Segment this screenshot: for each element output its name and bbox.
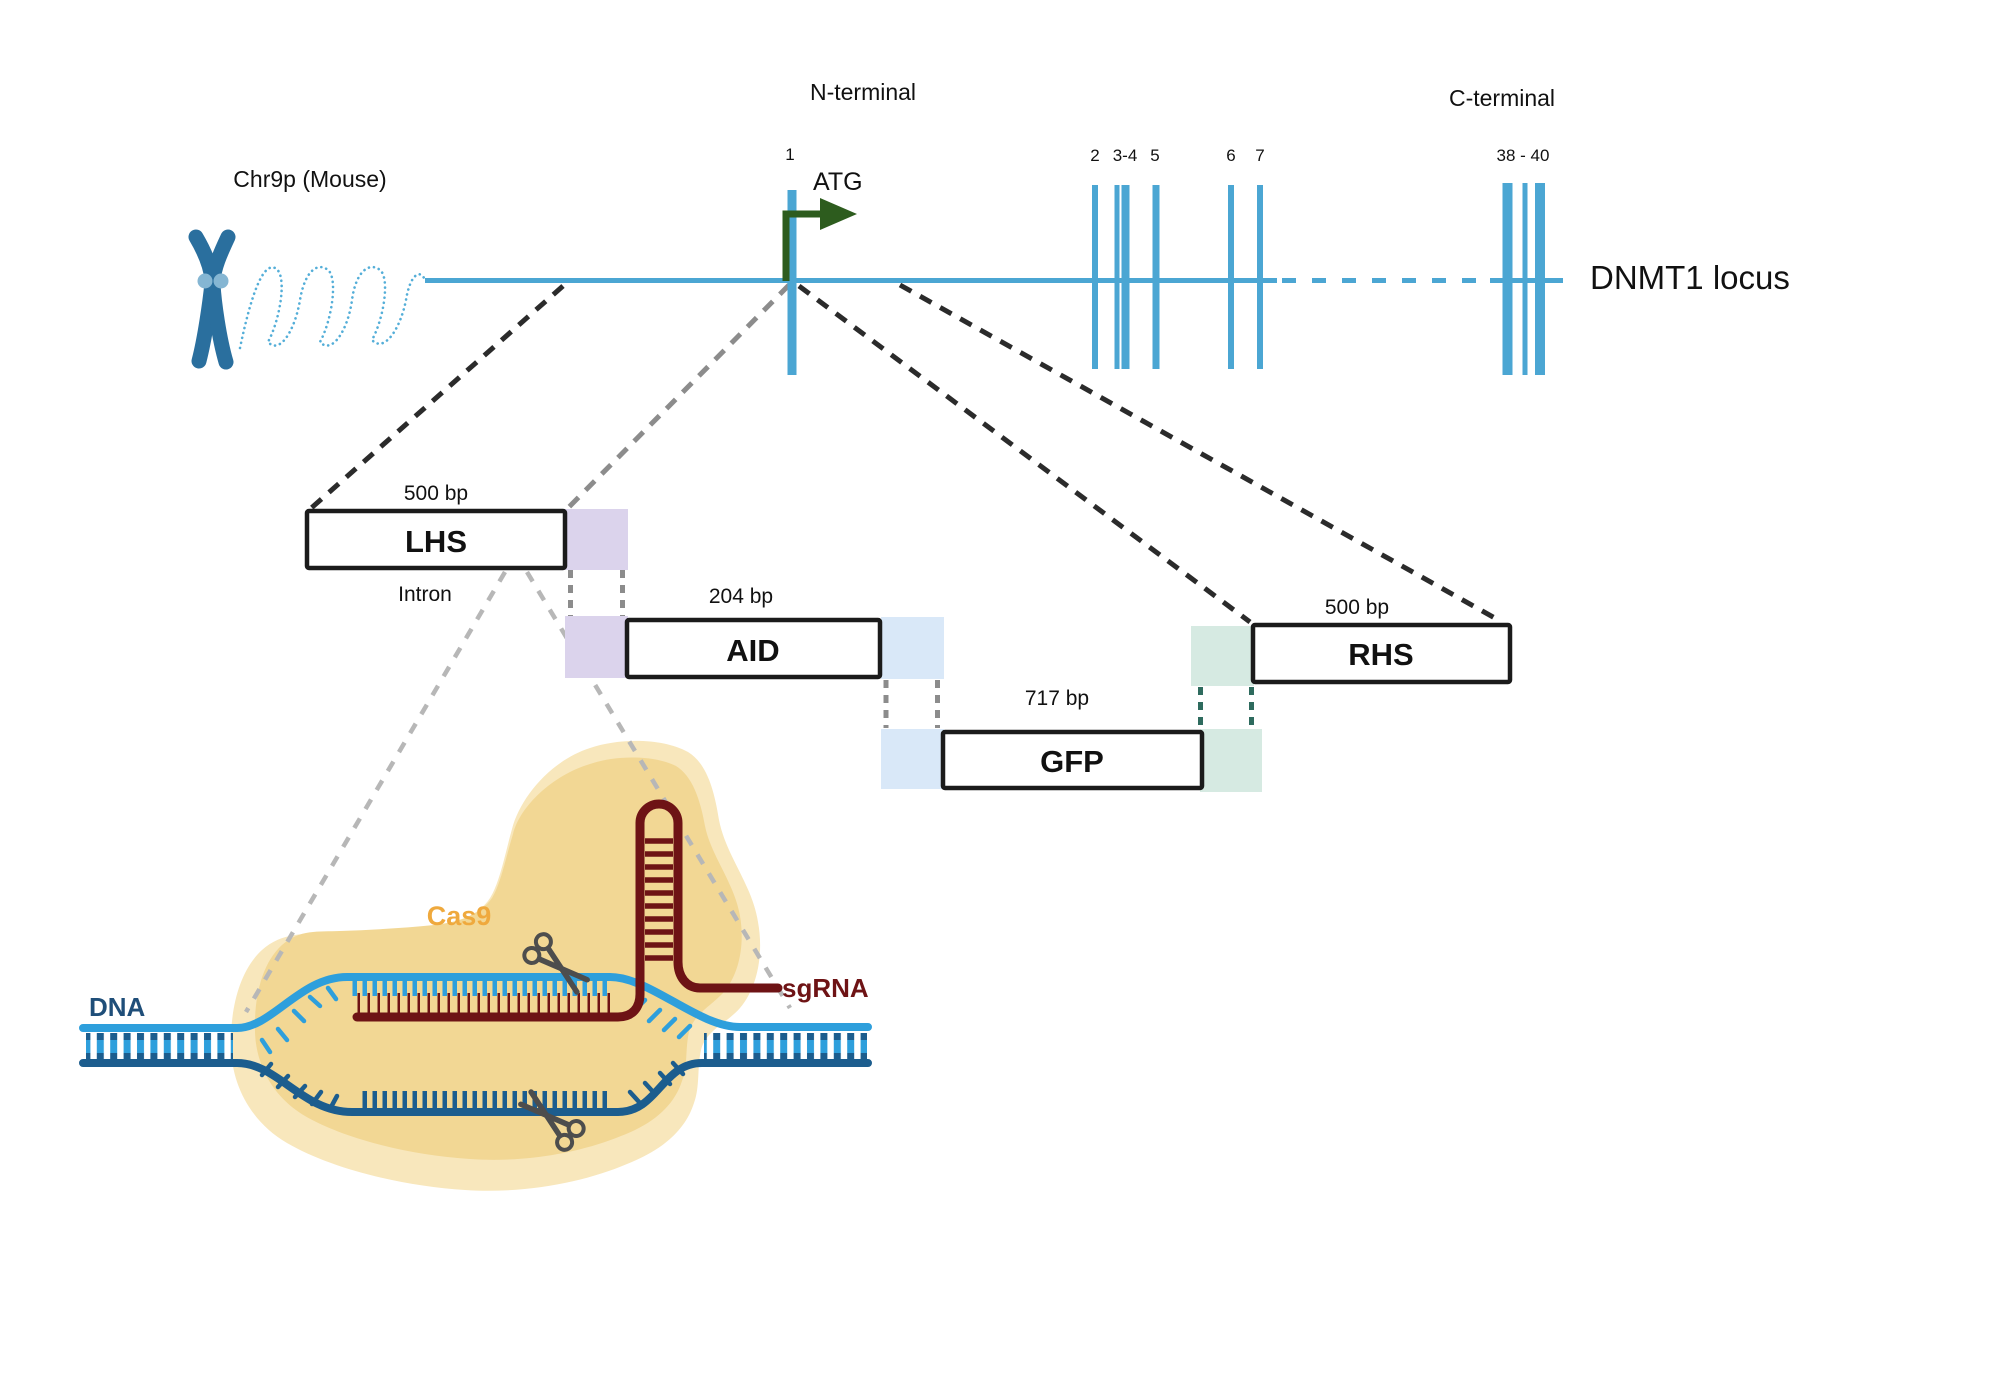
dna-teeth-top bbox=[352, 981, 612, 996]
dnmt1-locus-label: DNMT1 locus bbox=[1590, 259, 1790, 296]
dnmt1-locus-track: N-terminal C-terminal 1 2 3-4 5 6 7 38 -… bbox=[425, 79, 1790, 375]
dna-label: DNA bbox=[89, 992, 146, 1022]
exon-bar-7 bbox=[1257, 185, 1263, 369]
centromere-dot bbox=[197, 273, 213, 289]
homology-box-blue-upper bbox=[881, 617, 944, 679]
gfp-size-label: 717 bp bbox=[1025, 687, 1089, 710]
exon6-label: 6 bbox=[1226, 146, 1235, 165]
connector-lhs-to-cas9-right bbox=[525, 570, 792, 1010]
chromosome-label: Chr9p (Mouse) bbox=[233, 166, 386, 192]
n-terminal-label: N-terminal bbox=[810, 79, 916, 105]
exon-bar-3 bbox=[1114, 185, 1120, 369]
atg-label: ATG bbox=[813, 168, 863, 196]
connector-locus-to-rhs-right bbox=[898, 282, 1504, 625]
exon-bar-5 bbox=[1152, 185, 1160, 369]
homology-box-blue-lower bbox=[881, 729, 944, 789]
exon-bar-39 bbox=[1522, 183, 1528, 375]
connector-lhs-to-cas9-left bbox=[244, 570, 507, 1014]
sgrna-label: sgRNA bbox=[782, 973, 869, 1003]
cas9-label: Cas9 bbox=[427, 901, 492, 931]
dna-ladder-right bbox=[704, 1033, 867, 1059]
exon38-40-label: 38 - 40 bbox=[1497, 146, 1550, 165]
homology-box-green-lower bbox=[1200, 729, 1262, 792]
gfp-box bbox=[940, 729, 1205, 791]
homology-box-purple-upper bbox=[565, 509, 628, 570]
dna-sgrna-scene: Cas9 DNA sgRNA bbox=[79, 799, 872, 1152]
cas9-blob-inner bbox=[254, 757, 742, 1160]
rhs-label: RHS bbox=[1348, 637, 1413, 672]
rhs-box bbox=[1250, 622, 1513, 685]
c-terminal-label: C-terminal bbox=[1449, 85, 1555, 111]
exon34-label: 3-4 bbox=[1113, 146, 1138, 165]
exon-bar-38 bbox=[1502, 183, 1513, 375]
dna-coil-squiggle bbox=[238, 265, 427, 350]
zoom-connector-lines bbox=[244, 282, 1504, 1014]
exon-bars bbox=[787, 183, 1545, 375]
lhs-size-label: 500 bp bbox=[404, 482, 468, 505]
scissors-icon-top bbox=[522, 932, 590, 995]
exon-bar-2 bbox=[1092, 185, 1098, 369]
dna-teeth-bottom bbox=[357, 1091, 612, 1108]
cas9-protein-blob bbox=[230, 740, 761, 1191]
chromosome-arm bbox=[205, 276, 234, 370]
lhs-label: LHS bbox=[405, 524, 467, 559]
chromosome-icon: Chr9p (Mouse) bbox=[188, 166, 427, 370]
dna-top-strand bbox=[79, 973, 872, 1032]
exon-bar-40 bbox=[1535, 183, 1545, 375]
rhs-size-label: 500 bp bbox=[1325, 596, 1389, 619]
scissors-icon-bottom bbox=[518, 1089, 586, 1152]
atg-start-arrow bbox=[782, 198, 857, 281]
homology-box-green-upper bbox=[1191, 626, 1254, 686]
dna-bottom-strand bbox=[79, 1059, 872, 1116]
centromere-dot bbox=[213, 273, 229, 289]
connector-locus-to-lhs-left bbox=[307, 284, 565, 512]
exon-bar-4 bbox=[1121, 185, 1130, 369]
connector-locus-to-rhs-left bbox=[797, 283, 1252, 625]
exon7-label: 7 bbox=[1255, 146, 1264, 165]
exon2-label: 2 bbox=[1090, 146, 1099, 165]
aid-label: AID bbox=[726, 633, 779, 668]
sgrna-hairpin-rungs bbox=[645, 838, 673, 961]
lhs-box bbox=[304, 508, 568, 571]
homology-box-purple-lower bbox=[565, 616, 628, 678]
aid-size-label: 204 bp bbox=[709, 585, 773, 608]
exon-bar-6 bbox=[1228, 185, 1234, 369]
exon5-label: 5 bbox=[1150, 146, 1159, 165]
dna-ladder-left bbox=[86, 1033, 233, 1059]
sgrna-strand bbox=[352, 799, 783, 1022]
exon-bar-1 bbox=[787, 190, 797, 375]
intron-label: Intron bbox=[398, 583, 452, 606]
exon1-label: 1 bbox=[785, 145, 794, 164]
sgrna-teeth bbox=[355, 993, 617, 1015]
aid-box bbox=[624, 617, 883, 680]
connector-locus-to-lhs-right bbox=[565, 283, 791, 511]
gfp-label: GFP bbox=[1040, 744, 1104, 779]
targeting-construct: LHS AID GFP RHS 500 bp 204 bp 717 bp 500… bbox=[304, 482, 1513, 792]
